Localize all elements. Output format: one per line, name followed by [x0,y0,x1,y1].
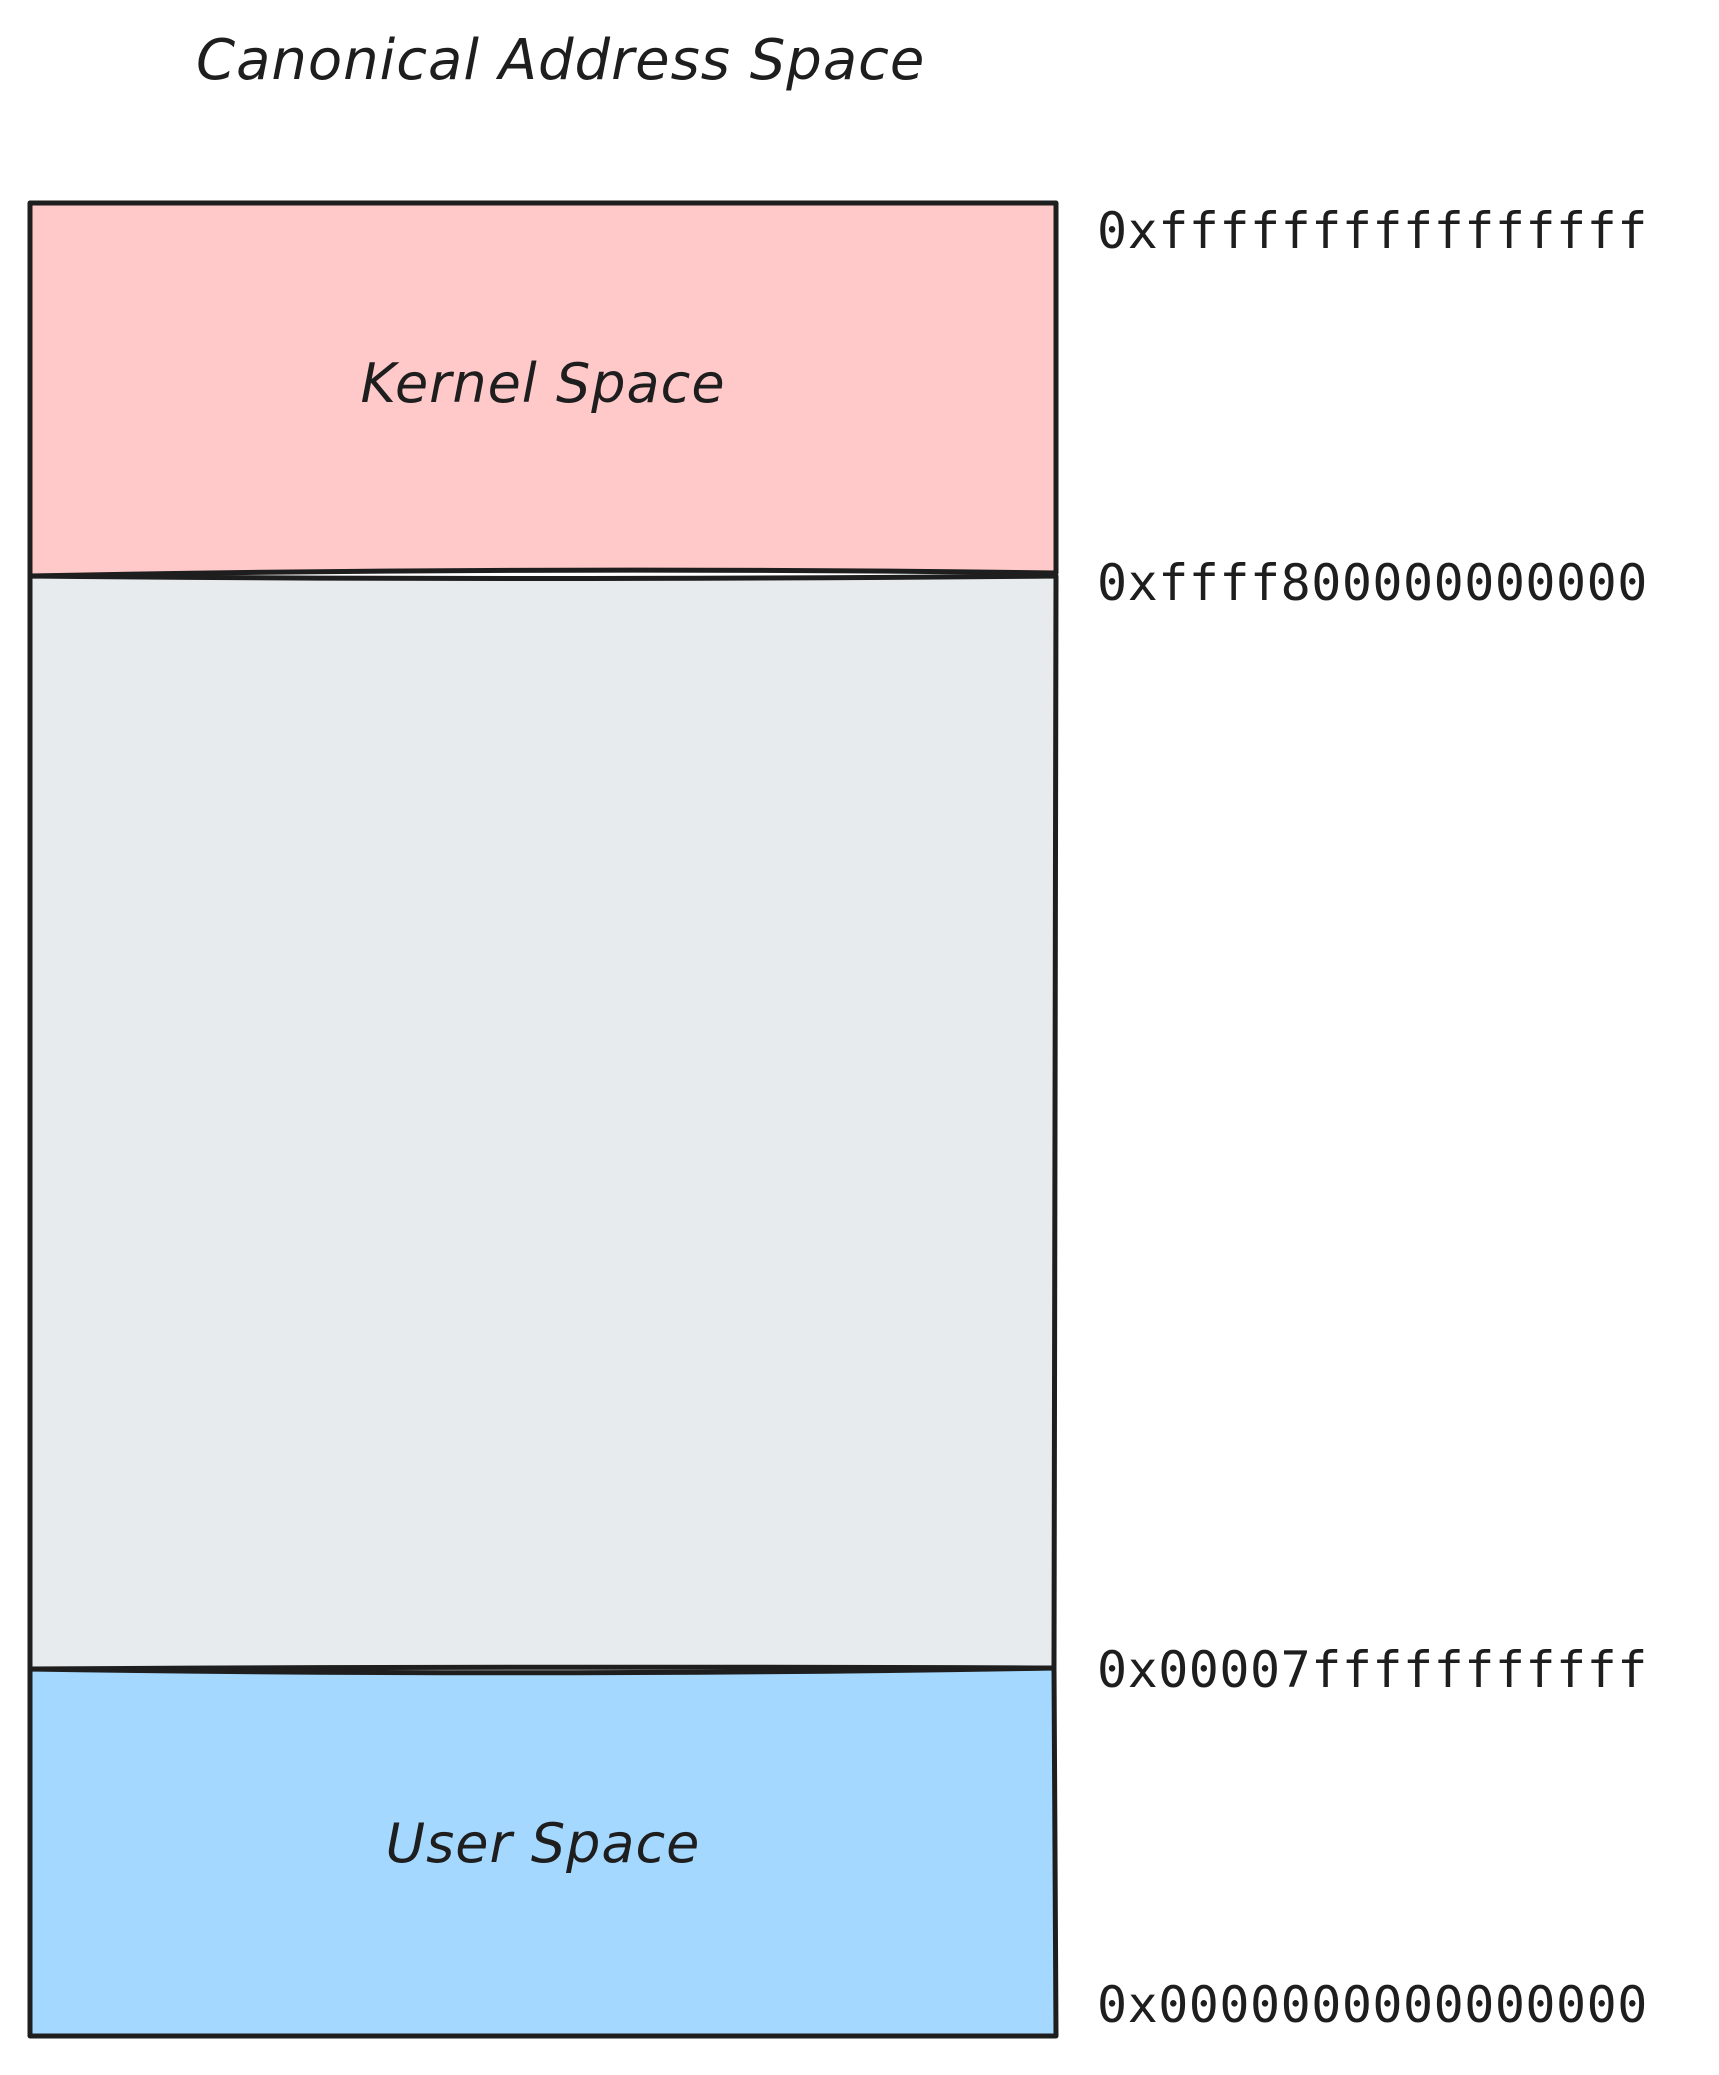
non-canonical-gap-region [27,573,1059,1672]
address-bottom: 0x0000000000000000 [1097,1976,1648,2034]
diagram-title: Canonical Address Space [196,28,926,93]
user-space-label: User Space [385,1812,701,1875]
kernel-space-label: Kernel Space [360,352,726,415]
user-space-region [27,1665,1059,2039]
kernel-space-region [27,200,1059,579]
address-top: 0xffffffffffffffff [1097,202,1648,260]
address-user-end: 0x00007fffffffffff [1097,1641,1648,1699]
address-kernel-start: 0xffff800000000000 [1097,554,1648,612]
